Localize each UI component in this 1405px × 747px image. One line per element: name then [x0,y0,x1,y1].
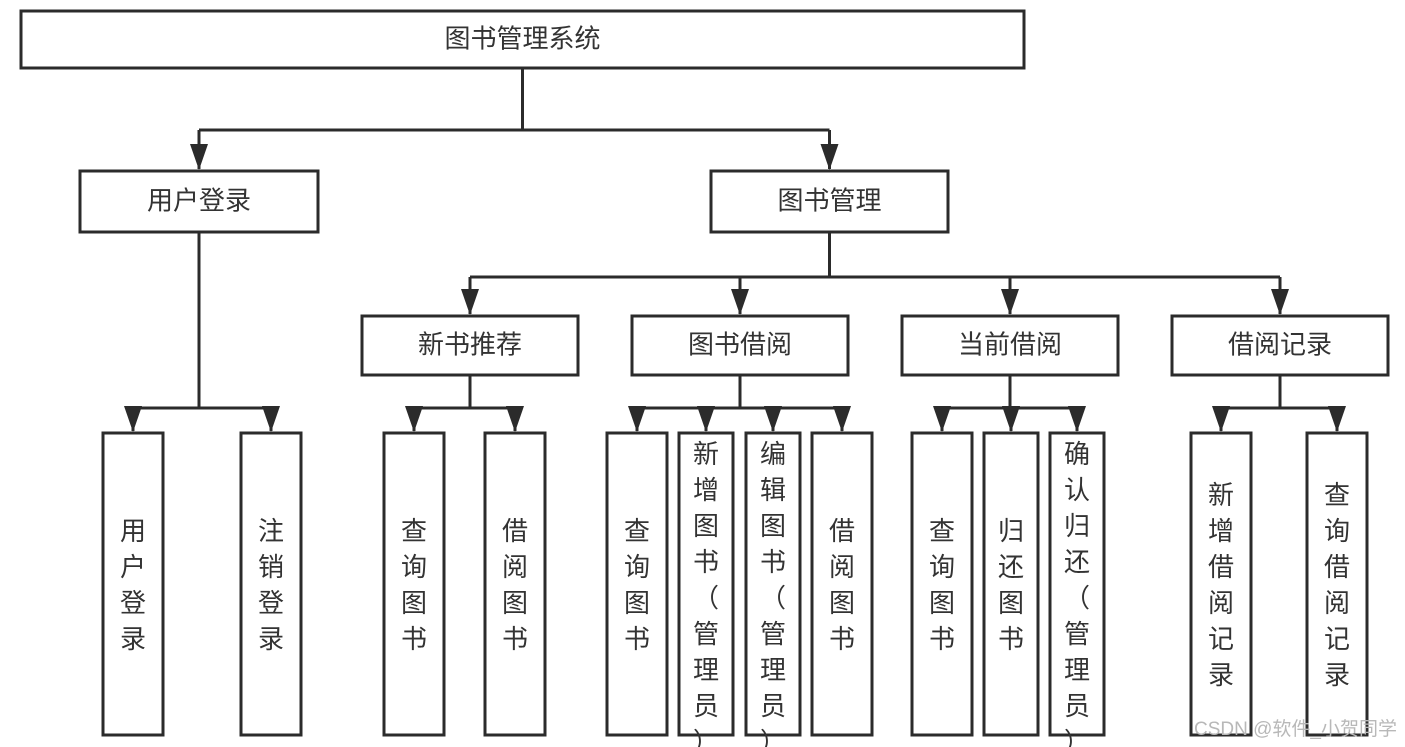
node-label: 注销登录 [258,516,284,654]
connector-lines [124,68,1346,432]
node-l3-图书借阅[interactable]: 图书借阅 [630,314,850,377]
node-leaf-查询图书[interactable]: 查询图书 [382,431,446,737]
node-leaf-归还图书[interactable]: 归还图书 [982,431,1040,737]
node-label: 查询借阅记录 [1324,480,1350,690]
arrow-head-icon [933,406,951,432]
node-boxes: 图书管理系统用户登录图书管理新书推荐图书借阅当前借阅借阅记录用户登录注销登录查询… [19,9,1390,747]
node-box [1170,314,1390,377]
node-label: 新增借阅记录 [1208,480,1234,690]
node-label: 新书推荐 [418,329,522,359]
node-label: 图书管理 [777,185,881,215]
node-box [382,431,446,737]
node-box [709,169,950,234]
node-leaf-查询图书[interactable]: 查询图书 [605,431,669,737]
node-box [19,9,1026,70]
node-leaf-借阅图书[interactable]: 借阅图书 [810,431,874,737]
arrow-head-icon [833,406,851,432]
node-box [239,431,303,737]
node-l3-借阅记录[interactable]: 借阅记录 [1170,314,1390,377]
node-label: 用户登录 [120,516,146,654]
node-label: 归还图书 [998,516,1024,654]
arrow-head-icon [1068,406,1086,432]
node-leaf-新增图书管理员[interactable]: 新增图书（管理员） [677,431,735,747]
node-box [910,431,974,737]
node-label: 借阅图书 [502,516,528,654]
arrow-head-icon [764,406,782,432]
node-box [900,314,1120,377]
node-l3-当前借阅[interactable]: 当前借阅 [900,314,1120,377]
node-box [744,431,802,737]
arrow-head-icon [1212,406,1230,432]
node-label: 用户登录 [147,185,251,215]
node-box [677,431,735,737]
node-leaf-用户登录[interactable]: 用户登录 [101,431,165,737]
arrow-head-icon [1271,289,1289,315]
node-label: 图书借阅 [688,329,792,359]
arrow-head-icon [190,144,208,170]
node-label: 图书管理系统 [444,23,600,53]
node-l2-用户登录[interactable]: 用户登录 [78,169,320,234]
node-label: 查询图书 [624,516,650,654]
node-root-图书管理系统[interactable]: 图书管理系统 [19,9,1026,70]
node-box [360,314,580,377]
node-box [630,314,850,377]
arrow-head-icon [820,144,839,170]
node-box [605,431,669,737]
node-label: 借阅图书 [829,516,855,654]
arrow-head-icon [731,289,749,315]
node-label: 借阅记录 [1228,329,1332,359]
node-leaf-查询图书[interactable]: 查询图书 [910,431,974,737]
arrow-head-icon [461,289,479,315]
node-l2-图书管理[interactable]: 图书管理 [709,169,950,234]
node-label: 编辑图书（管理员） [760,439,786,747]
arrow-head-icon [506,406,524,432]
node-leaf-确认归还管理员[interactable]: 确认归还（管理员） [1048,431,1106,747]
arrow-head-icon [628,406,646,432]
node-leaf-编辑图书管理员[interactable]: 编辑图书（管理员） [744,431,802,747]
node-label: 当前借阅 [958,329,1062,359]
arrow-head-icon [1001,289,1019,315]
node-box [982,431,1040,737]
node-label: 确认归还（管理员） [1064,439,1090,747]
arrow-head-icon [124,406,142,432]
node-label: 查询图书 [401,516,427,654]
node-label: 查询图书 [929,516,955,654]
arrow-head-icon [697,406,715,432]
node-box [1189,431,1253,737]
node-box [1048,431,1106,737]
node-label: 新增图书（管理员） [693,439,719,747]
node-leaf-注销登录[interactable]: 注销登录 [239,431,303,737]
node-box [483,431,547,737]
arrow-head-icon [405,406,423,432]
node-leaf-借阅图书[interactable]: 借阅图书 [483,431,547,737]
node-box [1305,431,1369,737]
csdn-watermark: CSDN @软件_小贺同学 [1194,718,1397,740]
arrow-head-icon [1328,406,1346,432]
node-box [810,431,874,737]
arrow-head-icon [1002,406,1020,432]
node-box [101,431,165,737]
node-l3-新书推荐[interactable]: 新书推荐 [360,314,580,377]
node-box [78,169,320,234]
arrow-head-icon [262,406,280,432]
node-leaf-查询借阅记录[interactable]: 查询借阅记录 [1305,431,1369,737]
node-leaf-新增借阅记录[interactable]: 新增借阅记录 [1189,431,1253,737]
